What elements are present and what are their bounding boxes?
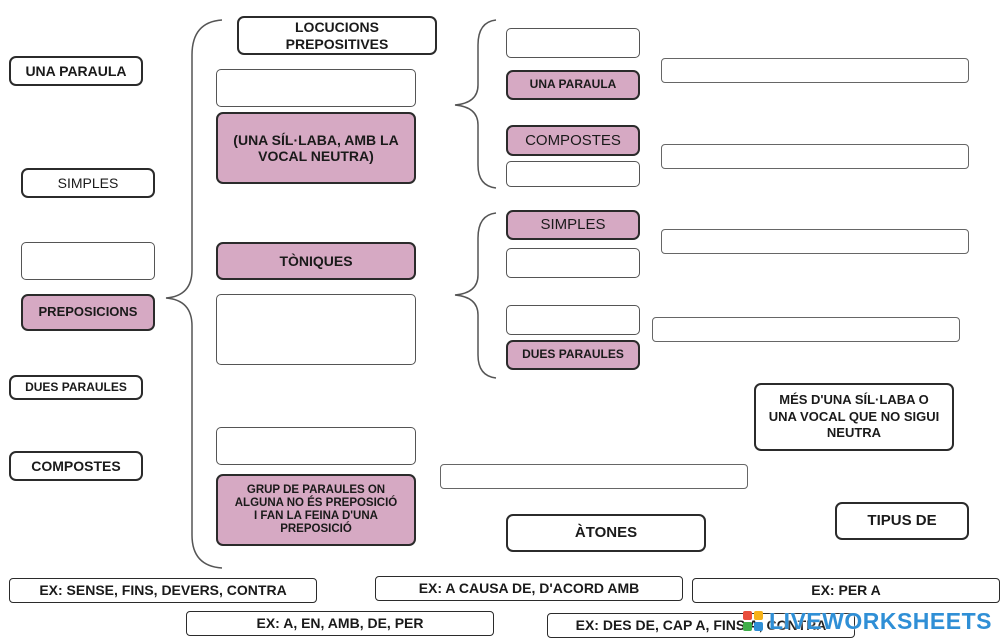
answer-dropzone-right-2[interactable] — [506, 161, 640, 187]
tipus-de-label: TIPUS DE — [835, 502, 969, 540]
example-per-a-label: EX: PER A — [692, 578, 1000, 603]
answer-field-4[interactable] — [652, 317, 960, 342]
answer-dropzone-middle-3[interactable] — [216, 427, 416, 465]
una-sillaba-label: (UNA SÍL·LABA, AMB LA VOCAL NEUTRA) — [216, 112, 416, 184]
dues-paraules-right-label: DUES PARAULES — [506, 340, 640, 370]
dues-paraules-left-label: DUES PARAULES — [9, 375, 143, 400]
compostes-right-label: COMPOSTES — [506, 125, 640, 156]
liveworksheets-logo: LIVEWORKSHEETS — [743, 608, 992, 635]
liveworksheets-logo-text: LIVEWORKSHEETS — [769, 608, 992, 634]
una-paraula-right-label: UNA PARAULA — [506, 70, 640, 100]
answer-dropzone-right-3[interactable] — [506, 248, 640, 278]
answer-field-2[interactable] — [661, 144, 969, 169]
locucions-prepositives-label: LOCUCIONS PREPOSITIVES — [237, 16, 437, 55]
simples-right-label: SIMPLES — [506, 210, 640, 240]
answer-dropzone-right-1[interactable] — [506, 28, 640, 58]
answer-dropzone-right-4[interactable] — [506, 305, 640, 335]
answer-dropzone-middle-2[interactable] — [216, 294, 416, 365]
toniques-label: TÒNIQUES — [216, 242, 416, 280]
una-paraula-left-label: UNA PARAULA — [9, 56, 143, 86]
example-a-causa-label: EX: A CAUSA DE, D'ACORD AMB — [375, 576, 683, 601]
preposicions-label: PREPOSICIONS — [21, 294, 155, 331]
simples-left-label: SIMPLES — [21, 168, 155, 198]
example-a-en-label: EX: A, EN, AMB, DE, PER — [186, 611, 494, 636]
answer-dropzone-left-1[interactable] — [21, 242, 155, 280]
atones-label: ÀTONES — [506, 514, 706, 552]
compostes-left-label: COMPOSTES — [9, 451, 143, 481]
answer-field-1[interactable] — [661, 58, 969, 83]
example-des-de-label: EX: DES DE, CAP A, FINS A, CONTRA — [547, 613, 855, 638]
answer-field-3[interactable] — [661, 229, 969, 254]
answer-field-5[interactable] — [440, 464, 748, 489]
answer-dropzone-middle-1[interactable] — [216, 69, 416, 107]
grup-paraules-label: GRUP DE PARAULES ON ALGUNA NO ÉS PREPOSI… — [216, 474, 416, 546]
example-sense-label: EX: SENSE, FINS, DEVERS, CONTRA — [9, 578, 317, 603]
mes-una-sillaba-label: MÉS D'UNA SÍL·LABA O UNA VOCAL QUE NO SI… — [754, 383, 954, 451]
liveworksheets-logo-icon — [743, 610, 765, 633]
